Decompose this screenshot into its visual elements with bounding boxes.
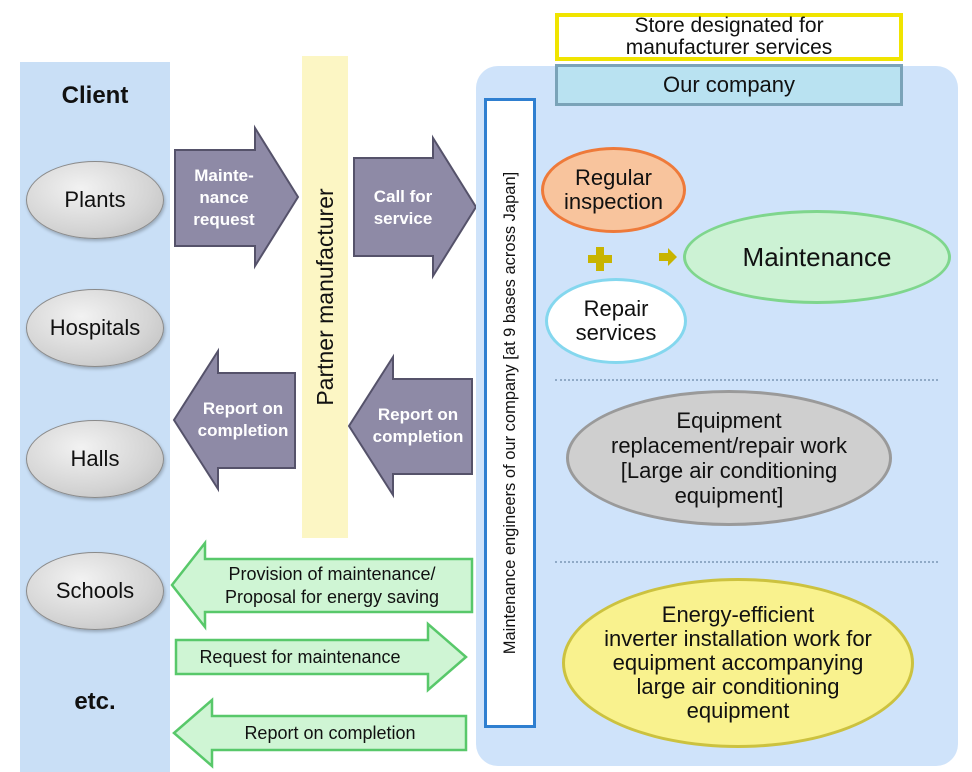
label-line: [Large air conditioning	[620, 458, 838, 483]
energy-work-oval: Energy-efficient inverter installation w…	[562, 578, 914, 748]
label-line: Store designated for	[634, 14, 824, 37]
label-line: Energy-efficient	[661, 602, 815, 627]
arrow-provision-label: Provision of maintenance/ Proposal for e…	[198, 562, 466, 610]
client-schools: Schools	[26, 552, 164, 630]
label-line: services	[575, 320, 657, 345]
label-line: completion	[197, 421, 289, 440]
label-line: replacement/repair work	[611, 433, 847, 458]
label-line: inspection	[563, 189, 664, 214]
client-title: Client	[61, 82, 129, 109]
arrow-report-right	[347, 353, 473, 499]
label-line: request	[193, 210, 255, 229]
equipment-work-oval: Equipment replacement/repair work [Large…	[566, 390, 892, 526]
arrow-call-for-service-label: Call for service	[356, 180, 450, 236]
arrow-call-for-service	[353, 134, 478, 280]
label-line: Mainte-	[194, 166, 254, 185]
client-etc: etc.	[74, 688, 116, 715]
arrow-report-left-label: Report on completion	[182, 392, 304, 448]
maintenance-oval: Maintenance	[683, 210, 951, 304]
divider	[555, 561, 938, 563]
arrow-report-right-label: Report on completion	[358, 398, 478, 454]
client-plants: Plants	[26, 161, 164, 239]
arrow-report-left	[172, 347, 296, 493]
store-designated-box: Store designated for manufacturer servic…	[555, 13, 903, 61]
arrow-request-maintenance-label: Request for maintenance	[199, 646, 401, 667]
client-hospitals: Hospitals	[26, 289, 164, 367]
partner-manufacturer-bar	[302, 56, 348, 538]
small-arrow-icon	[659, 248, 677, 266]
arrow-maintenance-request	[174, 124, 300, 270]
arrow-request-maintenance	[174, 621, 468, 693]
label-line: nance	[199, 188, 249, 207]
engineers-box	[484, 98, 536, 728]
client-halls: Halls	[26, 420, 164, 498]
label-line: Equipment	[676, 408, 782, 433]
label-line: completion	[372, 427, 464, 446]
repair-services-oval: Repair services	[545, 278, 687, 364]
label-line: Report on	[377, 405, 459, 424]
label-line: inverter installation work for	[604, 626, 872, 651]
label-line: Regular	[574, 165, 653, 190]
label-line: Report on	[202, 399, 284, 418]
arrow-report-bottom	[172, 697, 468, 769]
arrow-report-bottom-label: Report on completion	[244, 722, 416, 743]
divider	[555, 379, 938, 381]
label-line: equipment	[686, 698, 790, 723]
label-line: equipment]	[674, 483, 784, 508]
plus-icon	[588, 247, 612, 271]
label-line: equipment accompanying	[612, 650, 864, 675]
label-line: Repair	[583, 296, 649, 321]
arrow-provision	[170, 539, 474, 631]
partner-manufacturer-label: Partner manufacturer	[311, 188, 338, 406]
label-line: Proposal for energy saving	[224, 587, 440, 607]
label-line: manufacturer services	[625, 36, 833, 59]
regular-inspection-oval: Regular inspection	[541, 147, 686, 233]
label-line: large air conditioning	[636, 674, 840, 699]
label-line: Call for	[373, 187, 433, 206]
engineers-label: Maintenance engineers of our company [at…	[500, 171, 519, 655]
our-company-box: Our company	[555, 64, 903, 106]
label-line: Provision of maintenance/	[228, 564, 436, 584]
arrow-maintenance-request-label: Mainte- nance request	[178, 160, 270, 236]
label-line: service	[373, 209, 433, 228]
